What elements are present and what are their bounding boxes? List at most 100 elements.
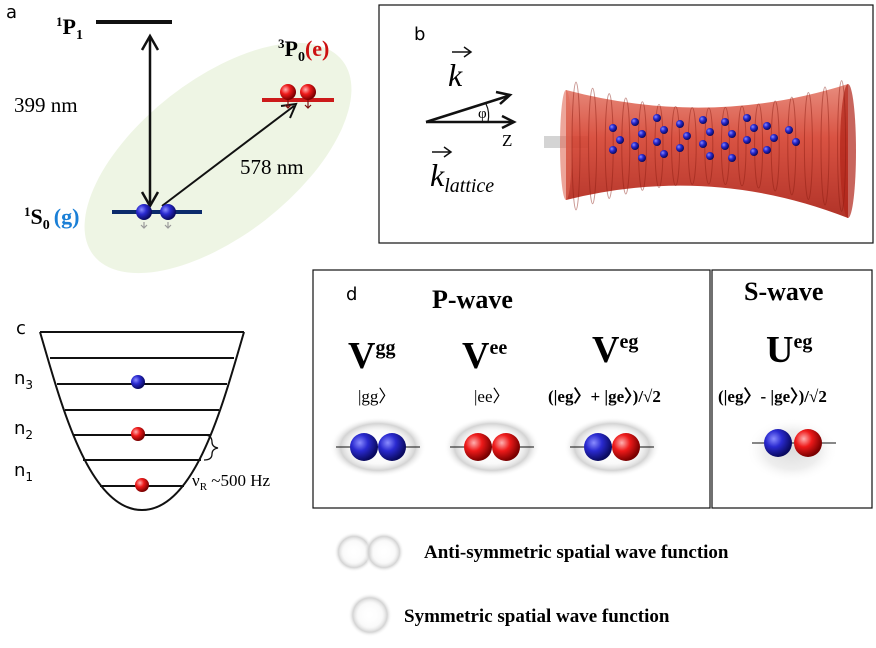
harmonic-potential bbox=[39, 331, 245, 512]
lattice-plane bbox=[571, 81, 581, 211]
panel-d-letter: d bbox=[346, 284, 357, 305]
potential-veg-label: Veg bbox=[592, 329, 638, 371]
excited-atom bbox=[131, 427, 145, 441]
lattice-plane bbox=[621, 97, 631, 195]
lattice-plane bbox=[820, 86, 830, 206]
excited-atom bbox=[492, 433, 520, 461]
excited-atom bbox=[612, 433, 640, 461]
pair-gg bbox=[330, 417, 426, 477]
lattice-atom bbox=[609, 146, 617, 154]
lattice-plane bbox=[588, 87, 598, 205]
ket-eg-antisymmetric-label: (|eg〉- |ge〉)/√2 bbox=[718, 386, 827, 406]
lattice-atom bbox=[706, 128, 714, 136]
ket-eg-symmetric-label: (|eg〉+ |ge〉)/√2 bbox=[548, 386, 661, 406]
k-vector-arrow bbox=[425, 94, 509, 124]
level-n3-label: n3 bbox=[14, 368, 33, 392]
phi-angle-arc bbox=[485, 103, 490, 123]
lattice-atom bbox=[676, 120, 684, 128]
lattice-atom bbox=[638, 154, 646, 162]
ket-ee-label: |ee〉 bbox=[474, 387, 510, 406]
excited-atom bbox=[280, 84, 296, 100]
ground-atom bbox=[350, 433, 378, 461]
lattice-atom bbox=[728, 130, 736, 138]
lattice-atom bbox=[676, 144, 684, 152]
optical-lattice-beam bbox=[566, 84, 848, 218]
state-1p1-label: 1P1 bbox=[56, 14, 83, 43]
lattice-atom bbox=[763, 122, 771, 130]
k-lattice-label: klattice bbox=[430, 157, 494, 197]
vector-arrow-icon bbox=[452, 46, 473, 58]
wavelength-399-label: 399 nm bbox=[14, 93, 78, 117]
lattice-atom bbox=[631, 118, 639, 126]
potential-vee-label: Vee bbox=[462, 335, 507, 377]
ground-atom bbox=[584, 433, 612, 461]
lattice-atom bbox=[653, 114, 661, 122]
vector-arrow-icon bbox=[432, 146, 453, 158]
phi-label: φ bbox=[478, 106, 487, 122]
state-1s0-label: 1S0(g) bbox=[24, 204, 79, 233]
lattice-plane bbox=[654, 104, 664, 188]
z-axis-label: Z bbox=[502, 131, 512, 150]
trap-frequency-label: νR ~500 Hz bbox=[192, 471, 271, 493]
lattice-atom bbox=[660, 126, 668, 134]
lattice-atom bbox=[683, 132, 691, 140]
lattice-atom bbox=[728, 154, 736, 162]
panel-c: c n3 n2 n1 νR ~500 Hz bbox=[14, 318, 271, 512]
lattice-atom bbox=[616, 136, 624, 144]
lattice-atom bbox=[631, 142, 639, 150]
lattice-plane bbox=[787, 96, 797, 196]
excited-atom bbox=[135, 478, 149, 492]
potential-ueg-label: Ueg bbox=[766, 329, 812, 371]
k-vector-label: k bbox=[448, 57, 463, 93]
lattice-atom bbox=[638, 130, 646, 138]
arrow-399-down-head bbox=[140, 191, 160, 209]
lattice-plane bbox=[803, 91, 813, 201]
swave-title: S-wave bbox=[744, 277, 823, 306]
ground-atom bbox=[160, 204, 176, 220]
lattice-plane bbox=[604, 93, 614, 199]
potential-vgg-label: Vgg bbox=[348, 335, 395, 377]
spin-arrow-icon bbox=[140, 222, 148, 229]
arrow-399-up-head bbox=[140, 33, 160, 51]
panel-b-letter: b bbox=[414, 24, 425, 45]
lattice-atom bbox=[660, 150, 668, 158]
pair-eg-symmetric bbox=[564, 417, 660, 477]
beam-start-cap bbox=[560, 90, 572, 200]
excited-atom bbox=[300, 84, 316, 100]
antisymmetric-legend-label: Anti-symmetric spatial wave function bbox=[424, 542, 729, 563]
lattice-atom bbox=[785, 126, 793, 134]
panel-a: a 1P1 3P0(e) 1S0(g) 399 nm 578 nm bbox=[6, 2, 352, 274]
k-vector-head bbox=[495, 90, 513, 105]
lattice-atom bbox=[721, 118, 729, 126]
beam-end-cap bbox=[840, 84, 856, 218]
panel-c-letter: c bbox=[16, 318, 26, 339]
lattice-atom bbox=[721, 142, 729, 150]
panel-b: b φ Z k klattice bbox=[378, 4, 874, 244]
lattice-plane bbox=[737, 105, 747, 187]
panel-d: d P-wave S-wave Vgg Vee Veg Ueg |gg〉 |ee… bbox=[312, 269, 873, 509]
lattice-atom bbox=[750, 148, 758, 156]
antisymmetric-legend-symbol bbox=[334, 532, 404, 572]
ground-atom bbox=[136, 204, 152, 220]
pair-eg-antisymmetric bbox=[746, 418, 838, 482]
lattice-plane bbox=[837, 80, 847, 212]
lattice-atom bbox=[653, 138, 661, 146]
lattice-plane bbox=[687, 107, 697, 185]
arrow-578-transition bbox=[161, 105, 295, 207]
spin-arrow-icon bbox=[304, 100, 312, 109]
lattice-atom bbox=[706, 152, 714, 160]
lattice-atom bbox=[763, 146, 771, 154]
symmetric-legend-symbol bbox=[348, 593, 392, 637]
ground-atom bbox=[131, 375, 145, 389]
lattice-atom bbox=[792, 138, 800, 146]
lattice-atom bbox=[743, 136, 751, 144]
lattice-atom bbox=[699, 116, 707, 124]
ket-gg-label: |gg〉 bbox=[358, 387, 395, 406]
ground-atom bbox=[764, 429, 792, 457]
transition-ellipse bbox=[84, 42, 352, 274]
state-3p0-label: 3P0(e) bbox=[278, 36, 329, 65]
lattice-atom bbox=[743, 114, 751, 122]
level-spacing-brace bbox=[203, 434, 219, 461]
wavelength-578-label: 578 nm bbox=[240, 155, 304, 179]
